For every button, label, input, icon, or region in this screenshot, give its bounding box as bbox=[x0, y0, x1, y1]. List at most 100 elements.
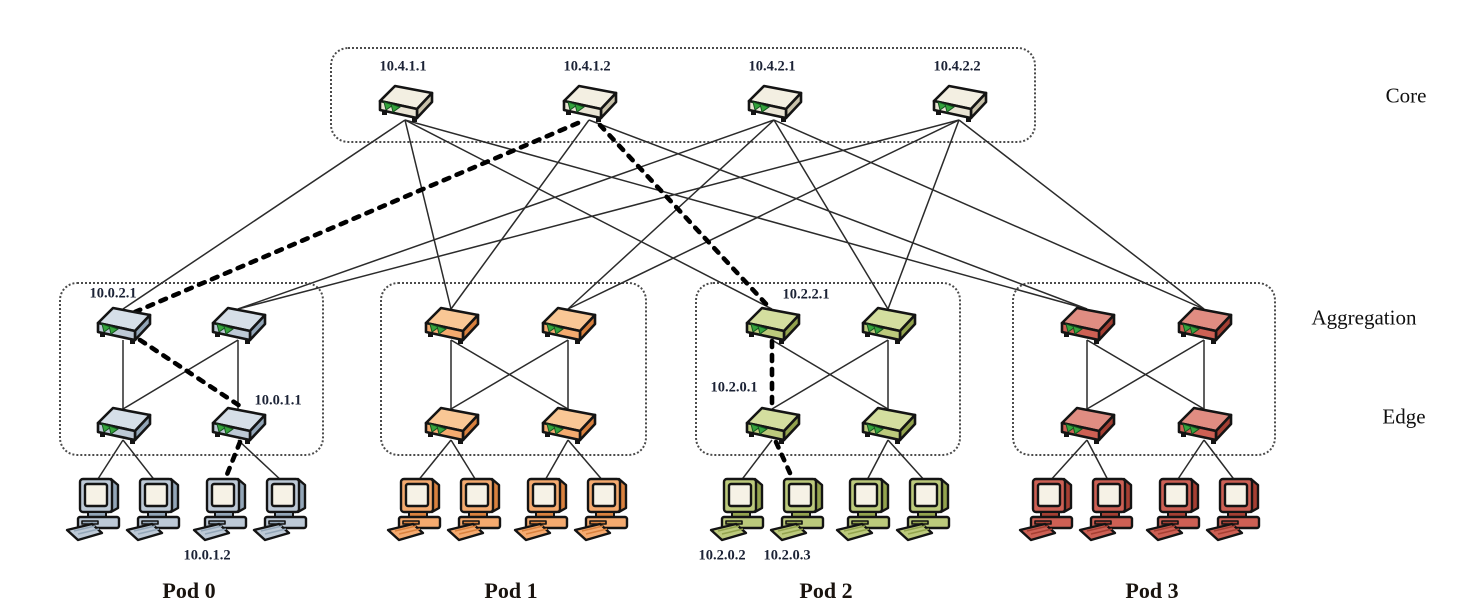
aggregation-switch bbox=[90, 301, 156, 349]
core-switch-ip-label: 10.4.1.2 bbox=[563, 58, 611, 75]
edge-switch bbox=[418, 401, 484, 449]
core-switch-ip-label: 10.4.1.1 bbox=[379, 58, 427, 75]
edge-switch-ip-label: 10.2.0.1 bbox=[710, 379, 758, 396]
computer-icon bbox=[1018, 477, 1074, 542]
core-switch-ip-label: 10.4.2.2 bbox=[933, 58, 981, 75]
pod-2-box bbox=[695, 282, 961, 456]
computer-icon bbox=[252, 477, 308, 542]
host-switch-ip-label: 10.0.1.2 bbox=[183, 547, 231, 564]
computer-icon bbox=[1078, 477, 1134, 542]
switch-icon bbox=[745, 306, 801, 344]
host-computer bbox=[1205, 476, 1261, 542]
computer-icon bbox=[513, 477, 569, 542]
link bbox=[567, 119, 775, 310]
switch-icon bbox=[932, 84, 988, 122]
link bbox=[588, 119, 1088, 310]
edge-switch bbox=[855, 401, 921, 449]
core-switch-ip-label: 10.4.2.1 bbox=[748, 58, 796, 75]
link bbox=[773, 119, 1205, 310]
pod-name-label: Pod 3 bbox=[1125, 578, 1179, 603]
computer-icon bbox=[769, 477, 825, 542]
pod-name-label: Pod 2 bbox=[799, 578, 853, 603]
layer-label-edge: Edge bbox=[1382, 404, 1426, 429]
computer-icon bbox=[895, 477, 951, 542]
switch-icon bbox=[861, 306, 917, 344]
agg-switch-ip-label: 10.0.2.1 bbox=[89, 285, 137, 302]
switch-icon bbox=[861, 406, 917, 444]
link bbox=[450, 119, 590, 310]
host-switch-ip-label: 10.2.0.2 bbox=[698, 547, 746, 564]
host-computer bbox=[573, 476, 629, 542]
switch-icon bbox=[211, 306, 267, 344]
edge-switch bbox=[739, 401, 805, 449]
host-computer bbox=[513, 476, 569, 542]
switch-icon bbox=[424, 306, 480, 344]
host-computer bbox=[895, 476, 951, 542]
aggregation-switch bbox=[535, 301, 601, 349]
link bbox=[567, 119, 960, 310]
link bbox=[237, 119, 775, 310]
switch-icon bbox=[541, 306, 597, 344]
link bbox=[773, 119, 889, 310]
switch-icon bbox=[541, 406, 597, 444]
host-switch-ip-label: 10.2.0.3 bbox=[763, 547, 811, 564]
computer-icon bbox=[709, 477, 765, 542]
route-link bbox=[597, 122, 770, 308]
switch-icon bbox=[747, 84, 803, 122]
edge-switch-ip-label: 10.0.1.1 bbox=[254, 392, 302, 409]
switch-icon bbox=[745, 406, 801, 444]
computer-icon bbox=[65, 477, 121, 542]
aggregation-switch bbox=[205, 301, 271, 349]
link bbox=[404, 119, 452, 310]
core-switch bbox=[372, 79, 438, 127]
edge-switch bbox=[1054, 401, 1120, 449]
layer-label-core: Core bbox=[1385, 83, 1427, 108]
host-computer bbox=[1018, 476, 1074, 542]
link bbox=[404, 119, 773, 310]
switch-icon bbox=[378, 84, 434, 122]
host-computer bbox=[769, 476, 825, 542]
switch-icon bbox=[1177, 306, 1233, 344]
switch-icon bbox=[1060, 306, 1116, 344]
computer-icon bbox=[573, 477, 629, 542]
computer-icon bbox=[1145, 477, 1201, 542]
host-computer bbox=[386, 476, 442, 542]
computer-icon bbox=[1205, 477, 1261, 542]
core-switch bbox=[741, 79, 807, 127]
host-computer bbox=[709, 476, 765, 542]
switch-icon bbox=[562, 84, 618, 122]
computer-icon bbox=[835, 477, 891, 542]
switch-icon bbox=[96, 406, 152, 444]
computer-icon bbox=[446, 477, 502, 542]
edge-switch bbox=[1171, 401, 1237, 449]
aggregation-switch bbox=[1171, 301, 1237, 349]
edge-switch bbox=[205, 401, 271, 449]
host-computer bbox=[835, 476, 891, 542]
switch-icon bbox=[1060, 406, 1116, 444]
switch-icon bbox=[211, 406, 267, 444]
link bbox=[958, 119, 1205, 310]
host-computer bbox=[252, 476, 308, 542]
host-computer bbox=[125, 476, 181, 542]
link bbox=[404, 119, 1088, 310]
switch-icon bbox=[424, 406, 480, 444]
host-computer bbox=[192, 476, 248, 542]
aggregation-switch bbox=[739, 301, 805, 349]
core-switch bbox=[556, 79, 622, 127]
host-computer bbox=[65, 476, 121, 542]
host-computer bbox=[1145, 476, 1201, 542]
layer-label-aggregation: Aggregation bbox=[1311, 305, 1417, 330]
aggregation-switch bbox=[855, 301, 921, 349]
computer-icon bbox=[125, 477, 181, 542]
link bbox=[237, 119, 960, 310]
pod-name-label: Pod 1 bbox=[484, 578, 538, 603]
pod-name-label: Pod 0 bbox=[162, 578, 216, 603]
aggregation-switch bbox=[1054, 301, 1120, 349]
switch-icon bbox=[1177, 406, 1233, 444]
host-computer bbox=[446, 476, 502, 542]
edge-switch bbox=[90, 401, 156, 449]
link bbox=[887, 119, 960, 310]
edge-switch bbox=[535, 401, 601, 449]
switch-icon bbox=[96, 306, 152, 344]
